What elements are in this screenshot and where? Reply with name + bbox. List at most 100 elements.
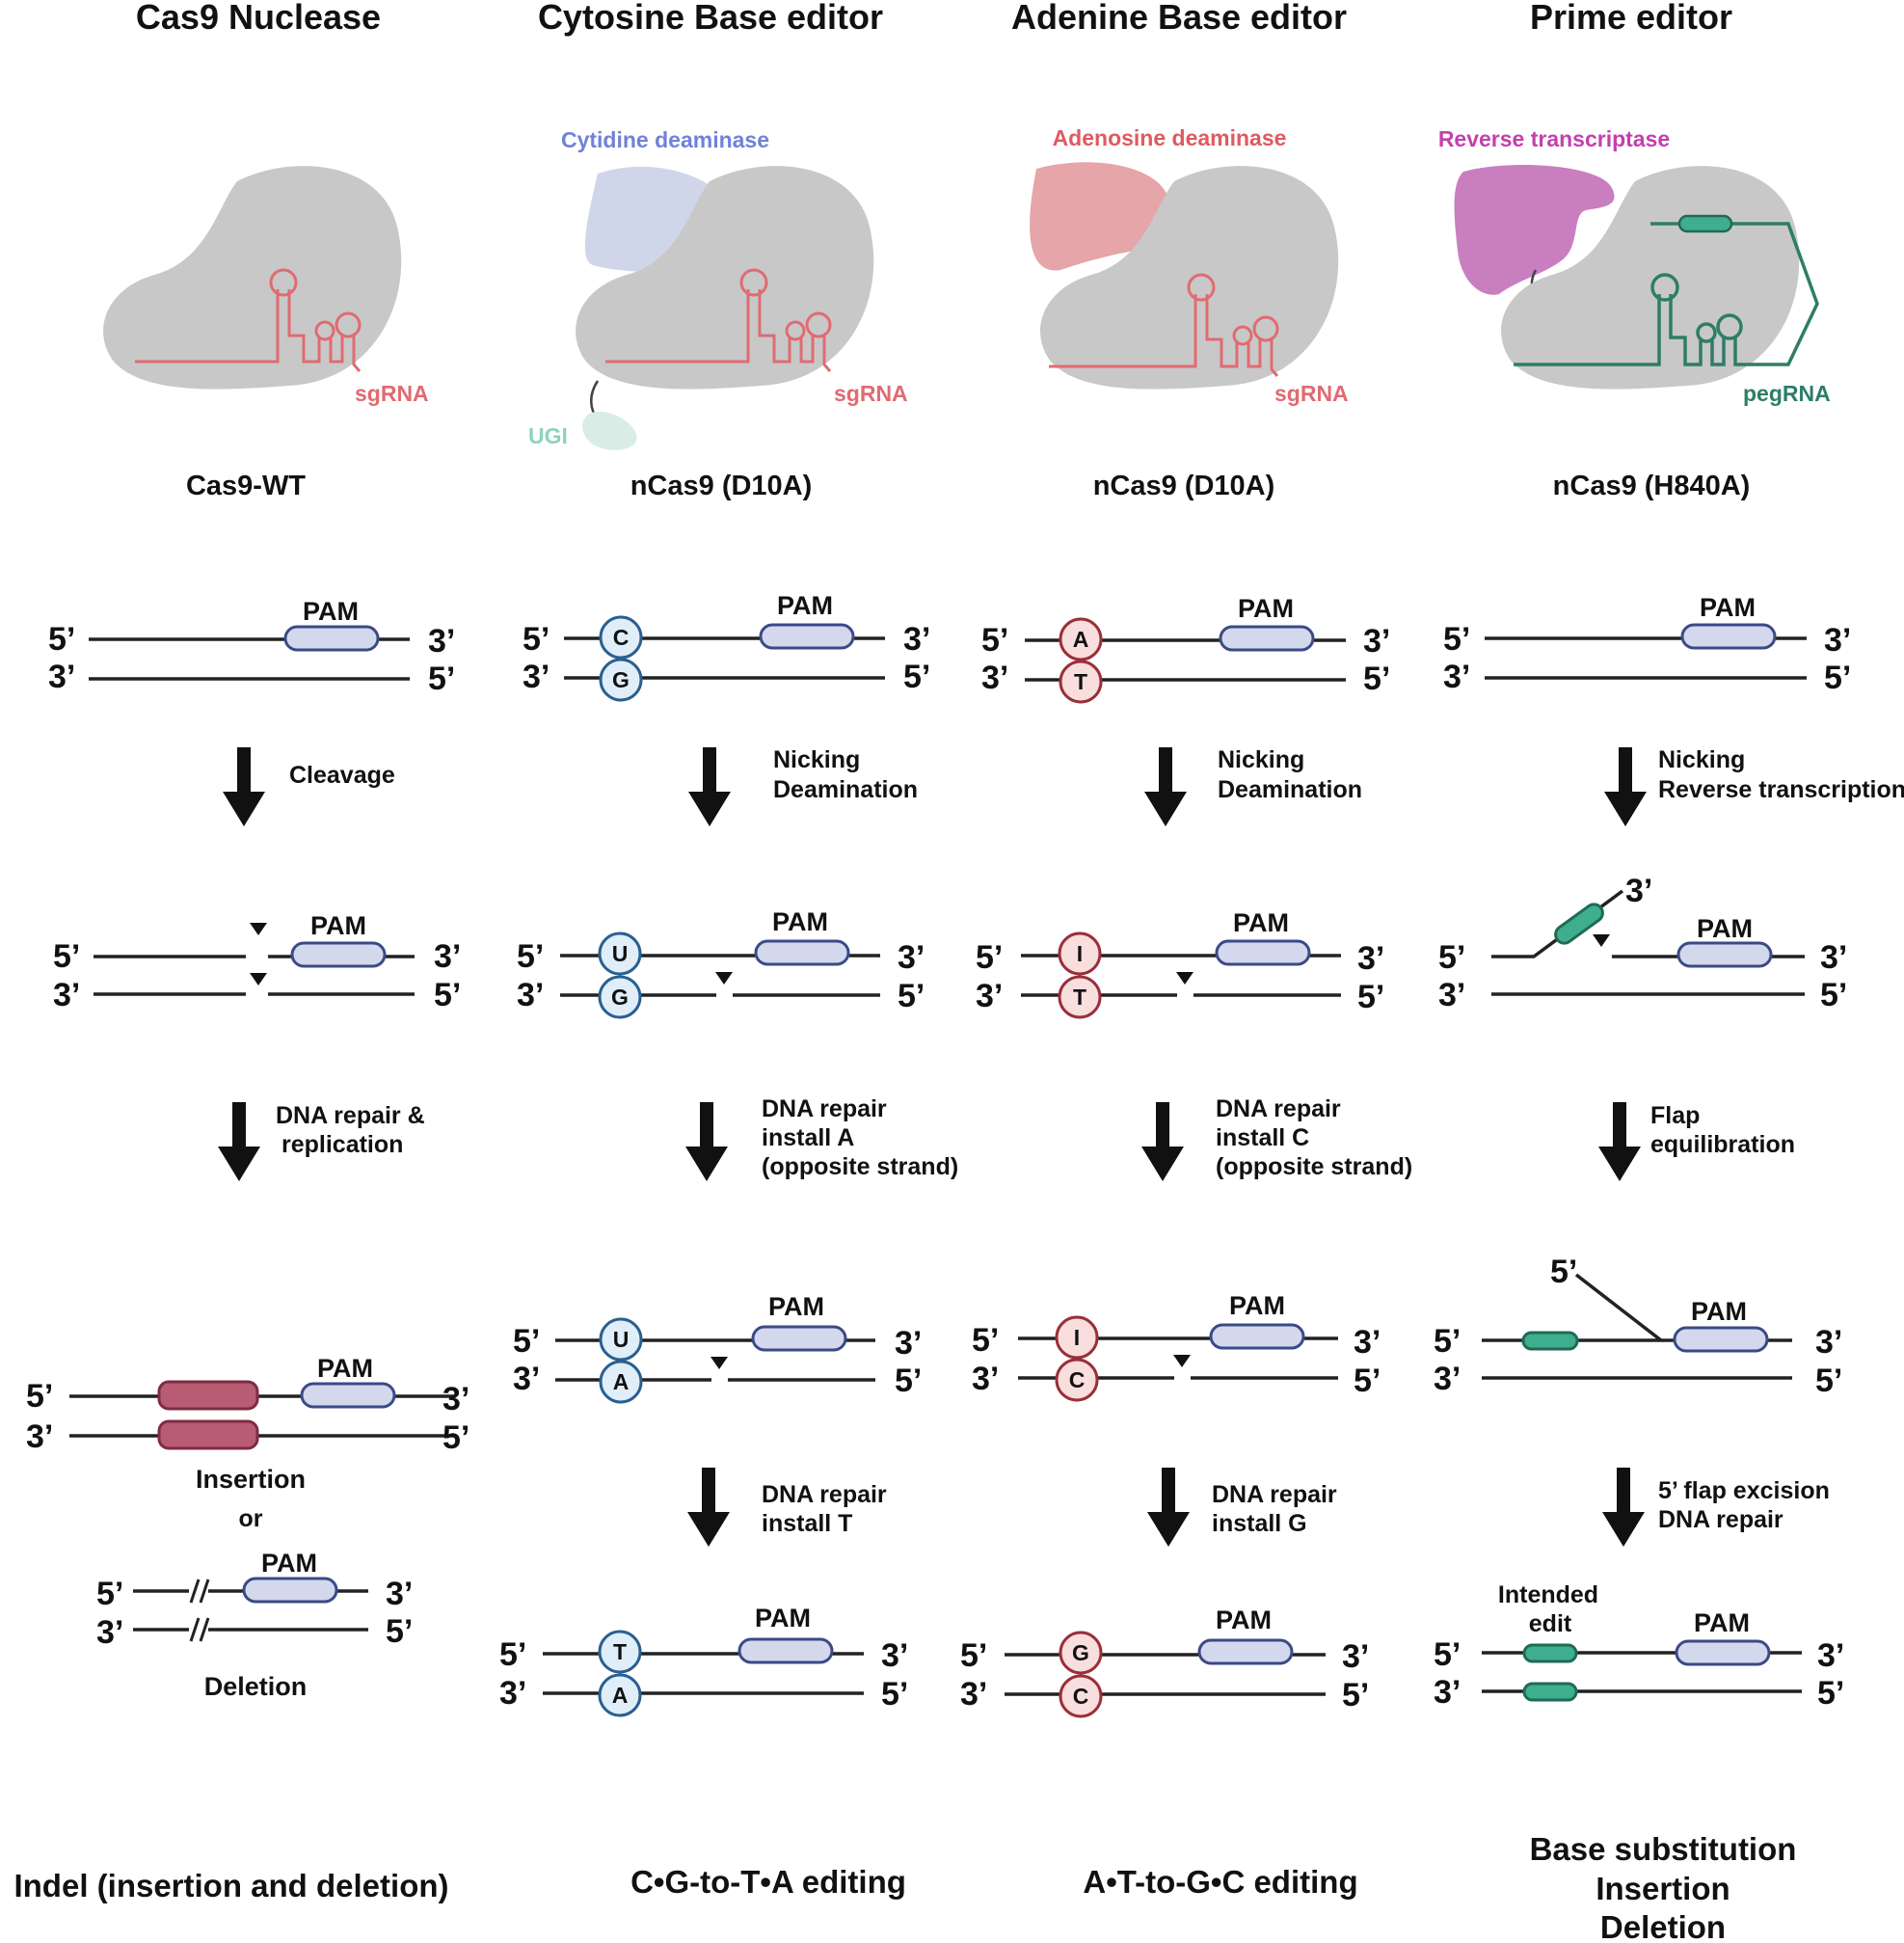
step-label: install G xyxy=(1212,1510,1307,1537)
base-label: G xyxy=(1072,1640,1089,1665)
end-label: 3’ xyxy=(972,1361,999,1397)
cbe-variant-label: nCas9 (D10A) xyxy=(630,471,813,501)
dna-initial-prime xyxy=(1485,623,1807,680)
sgrna-label: sgRNA xyxy=(355,381,429,406)
end-label: 5’ xyxy=(981,622,1008,659)
step-label: (opposite strand) xyxy=(1216,1153,1412,1180)
step-label: Deamination xyxy=(1218,776,1362,803)
step-label: DNA repair xyxy=(1216,1095,1341,1122)
step-label: replication xyxy=(282,1131,403,1158)
reverse-transcriptase-shape xyxy=(1454,165,1615,295)
end-label: 3’ xyxy=(96,1614,123,1651)
end-label: 5’ xyxy=(1824,660,1851,696)
end-label: 5’ xyxy=(1434,1323,1461,1360)
pam-label: PAM xyxy=(1694,1608,1750,1637)
abe-protein xyxy=(1040,166,1339,390)
pegrna-label: pegRNA xyxy=(1743,381,1831,406)
pam-label: PAM xyxy=(310,911,366,940)
end-label: 5’ xyxy=(1363,661,1390,697)
arrow xyxy=(1141,1102,1184,1181)
end-label: 3’ xyxy=(1817,1637,1844,1674)
pam-label: PAM xyxy=(1691,1297,1747,1326)
arrow xyxy=(1144,747,1187,826)
end-label: 5’ xyxy=(428,661,455,697)
end-label: 3’ xyxy=(1363,623,1390,660)
pam-label: PAM xyxy=(303,597,359,626)
end-label: 5’ xyxy=(1815,1363,1842,1399)
end-label: 5’ xyxy=(960,1637,987,1674)
end-label: 3’ xyxy=(1434,1674,1461,1711)
outcome-insertion: Insertion xyxy=(196,1465,306,1494)
arrow xyxy=(1598,1102,1641,1181)
dna-initial-cbe xyxy=(564,615,885,702)
end-label: 5’ xyxy=(1357,979,1384,1015)
step-label: DNA repair xyxy=(1658,1506,1783,1533)
step-label: DNA repair xyxy=(762,1095,887,1122)
adenosine-deaminase-label: Adenosine deaminase xyxy=(1053,125,1287,150)
end-label: 5’ xyxy=(434,977,461,1013)
base-label: T xyxy=(613,1639,627,1664)
arrow xyxy=(218,1102,260,1181)
end-label: 3’ xyxy=(1824,622,1851,659)
end-label: 5’ xyxy=(976,939,1003,976)
pam-label: PAM xyxy=(768,1292,824,1321)
cbe-protein xyxy=(576,166,874,450)
result-cbe: C•G-to-T•A editing xyxy=(630,1864,906,1900)
cas9-protein xyxy=(103,166,402,390)
result-abe: A•T-to-G•C editing xyxy=(1083,1864,1357,1900)
end-label: 5’ xyxy=(1443,621,1470,658)
end-label: 3’ xyxy=(428,623,455,660)
end-label: 3’ xyxy=(881,1637,908,1674)
base-label: U xyxy=(613,1327,630,1352)
pam-label: PAM xyxy=(777,591,833,620)
base-label: A xyxy=(613,1369,630,1394)
arrow xyxy=(223,747,265,826)
end-label: 5’ xyxy=(442,1419,469,1456)
step-label: install T xyxy=(762,1510,852,1537)
end-label: 3’ xyxy=(513,1361,540,1397)
end-label: 5’ xyxy=(523,621,550,658)
base-label: A xyxy=(612,1683,629,1708)
base-label: A xyxy=(1073,627,1089,652)
end-label: 3’ xyxy=(976,978,1003,1014)
end-label: 5’ xyxy=(895,1363,922,1399)
base-label: G xyxy=(611,985,629,1010)
step-label: install C xyxy=(1216,1124,1309,1151)
end-label: 3’ xyxy=(499,1675,526,1712)
end-label: 5’ xyxy=(499,1636,526,1673)
arrow xyxy=(687,1468,730,1547)
end-label: 3’ xyxy=(1342,1638,1369,1675)
end-label: 3’ xyxy=(898,939,925,976)
result-prime: Base substitution xyxy=(1530,1831,1797,1867)
column-title-abe: Adenine Base editor xyxy=(1011,0,1347,37)
end-label: 3’ xyxy=(1820,939,1847,976)
end-label: 3’ xyxy=(523,659,550,695)
step-label: DNA repair & xyxy=(276,1102,425,1129)
end-label: 5’ xyxy=(1342,1677,1369,1714)
arrow xyxy=(1147,1468,1190,1547)
end-label: 3’ xyxy=(26,1418,53,1455)
end-label: 5’ xyxy=(53,938,80,975)
adenosine-deaminase-shape xyxy=(1030,162,1173,271)
step-label: install A xyxy=(762,1124,854,1151)
dna-nicked-prime xyxy=(1491,889,1805,996)
pam-label: PAM xyxy=(261,1549,317,1578)
pam-label: PAM xyxy=(1233,908,1289,937)
column-title-cbe: Cytosine Base editor xyxy=(538,0,883,37)
end-label: 5’ xyxy=(1817,1675,1844,1712)
edit-label: edit xyxy=(1529,1610,1572,1637)
dna-nicked-abe xyxy=(1021,931,1341,1019)
end-label: 5’ xyxy=(96,1576,123,1612)
end-label: 3’ xyxy=(434,938,461,975)
pam-label: PAM xyxy=(755,1604,811,1633)
base-label: I xyxy=(1074,1325,1080,1350)
step-label: Flap xyxy=(1650,1102,1700,1129)
end-label: 5’ xyxy=(972,1322,999,1359)
end-label: 5’ xyxy=(1434,1636,1461,1673)
base-label: C xyxy=(1069,1367,1086,1392)
base-label: G xyxy=(612,667,630,692)
end-label: 3’ xyxy=(1443,659,1470,695)
step-label: Deamination xyxy=(773,776,918,803)
prime-variant-label: nCas9 (H840A) xyxy=(1553,471,1751,501)
